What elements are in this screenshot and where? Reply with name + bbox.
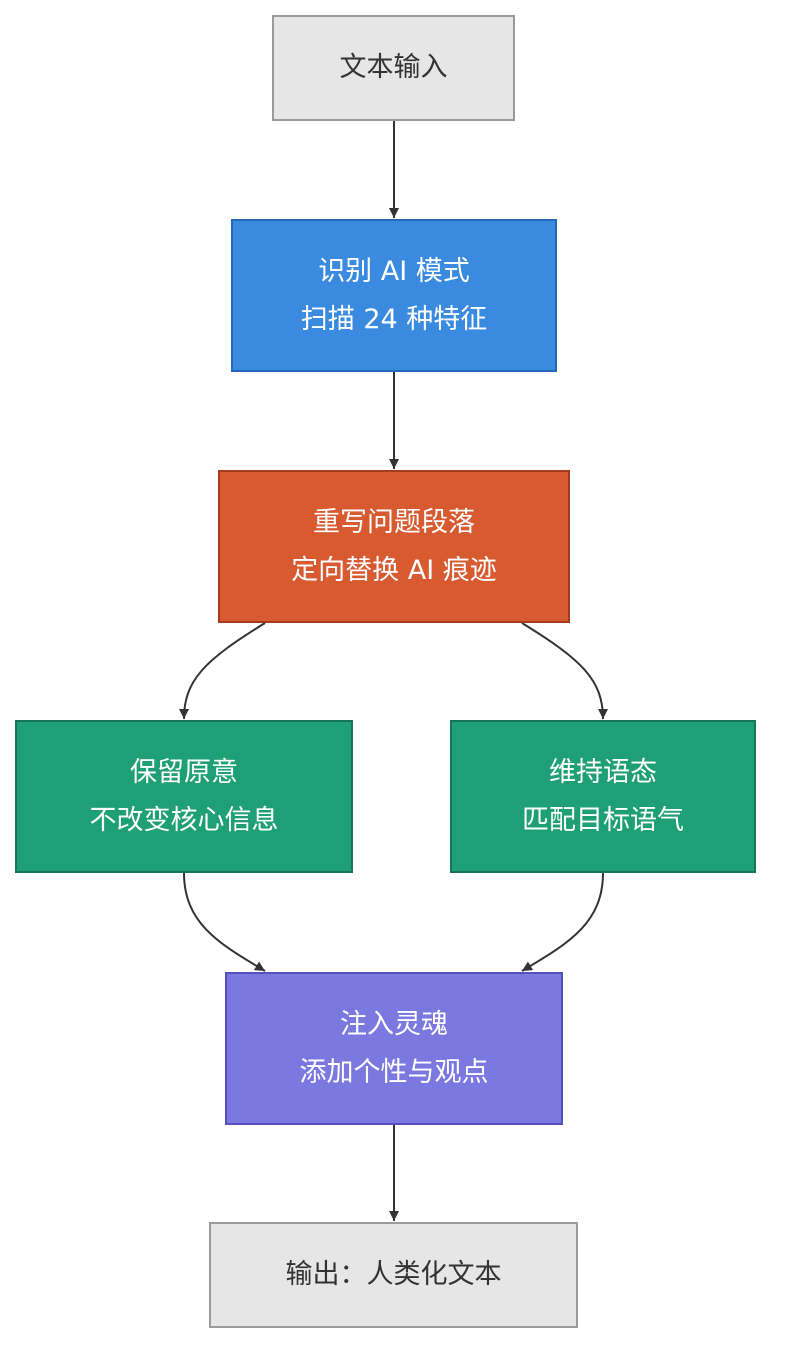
node-maintain-voice-subtitle: 匹配目标语气	[522, 804, 684, 836]
node-output-humanized-label: 输出：人类化文本	[285, 1259, 502, 1290]
node-preserve-meaning-title: 保留原意	[130, 756, 238, 788]
edge-voice-to-soul	[521, 872, 604, 972]
node-preserve-meaning: 保留原意 不改变核心信息	[15, 720, 353, 873]
node-output-humanized: 输出：人类化文本	[209, 1222, 578, 1328]
node-maintain-voice-title: 维持语态	[549, 756, 657, 788]
node-text-input-label: 文本输入	[339, 52, 448, 83]
node-inject-soul-title: 注入灵魂	[340, 1008, 448, 1040]
node-maintain-voice: 维持语态 匹配目标语气	[450, 720, 756, 873]
edge-rewrite-to-preserve	[179, 622, 266, 720]
node-preserve-meaning-subtitle: 不改变核心信息	[89, 804, 279, 836]
node-rewrite-paragraphs: 重写问题段落 定向替换 AI 痕迹	[218, 470, 570, 623]
node-detect-ai-patterns-subtitle: 扫描 24 种特征	[300, 303, 488, 335]
node-rewrite-paragraphs-title: 重写问题段落	[313, 506, 475, 538]
node-detect-ai-patterns: 识别 AI 模式 扫描 24 种特征	[231, 219, 557, 372]
node-detect-ai-patterns-title: 识别 AI 模式	[318, 255, 470, 287]
node-rewrite-paragraphs-subtitle: 定向替换 AI 痕迹	[291, 554, 497, 586]
node-text-input: 文本输入	[272, 15, 515, 121]
node-inject-soul: 注入灵魂 添加个性与观点	[225, 972, 563, 1125]
edge-rewrite-to-voice	[521, 622, 608, 720]
node-inject-soul-subtitle: 添加个性与观点	[299, 1056, 489, 1088]
edge-preserve-to-soul	[183, 872, 266, 972]
